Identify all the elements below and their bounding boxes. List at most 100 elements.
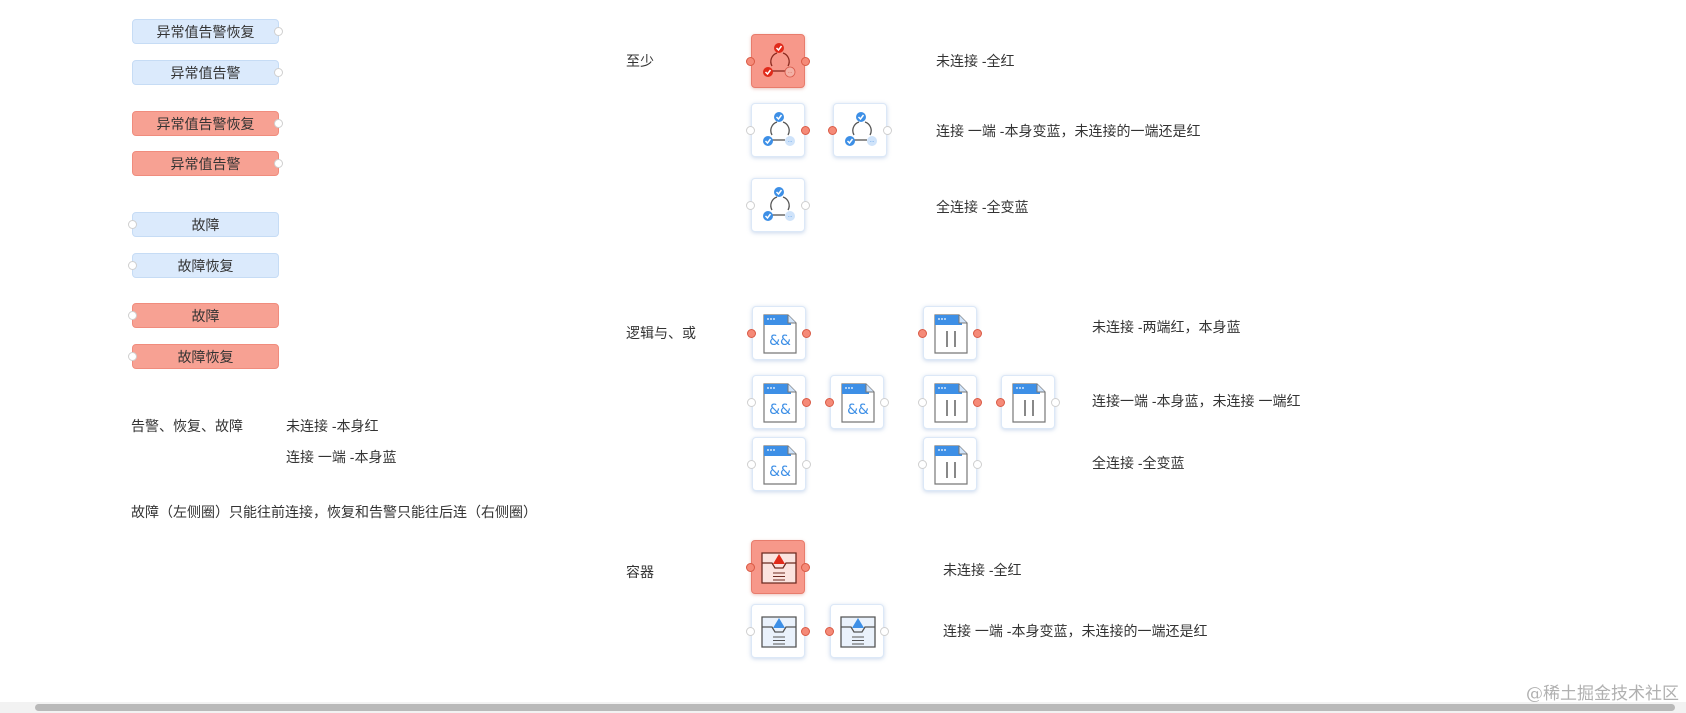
input-port[interactable]: [746, 57, 755, 66]
input-port[interactable]: [828, 126, 837, 135]
or-node-left-connected[interactable]: [918, 375, 982, 429]
container-node-left-connected[interactable]: [746, 604, 810, 658]
and-node-right-connected[interactable]: &&: [825, 375, 889, 429]
logic-desc-unconnected: 未连接 -两端红，本身蓝: [1092, 319, 1241, 335]
input-port[interactable]: [918, 329, 927, 338]
section-title-container: 容器: [626, 564, 654, 580]
container-node-right-connected[interactable]: [825, 604, 889, 658]
output-port[interactable]: [883, 126, 892, 135]
pill-anomaly-alarm-blue[interactable]: 异常值告警: [132, 60, 283, 85]
pill-label: 异常值告警恢复: [156, 24, 255, 40]
output-port[interactable]: [973, 329, 982, 338]
pill-anomaly-alarm-recovery-blue[interactable]: 异常值告警恢复: [132, 19, 283, 44]
pill-fault-red[interactable]: 故障: [128, 303, 279, 328]
input-port[interactable]: [918, 460, 927, 469]
pill-anomaly-alarm-recovery-red[interactable]: 异常值告警恢复: [132, 111, 283, 136]
or-node-all-connected[interactable]: [918, 437, 982, 491]
container-node-unconnected[interactable]: [746, 540, 810, 594]
container-desc-unconnected: 未连接 -全红: [943, 562, 1022, 578]
scrollbar-thumb[interactable]: [35, 704, 1675, 711]
output-port[interactable]: [973, 398, 982, 407]
and-operator-icon: &&: [763, 314, 797, 354]
atleast-node-left-connected[interactable]: ···: [746, 103, 810, 157]
output-port[interactable]: [880, 627, 889, 636]
output-port[interactable]: [801, 126, 810, 135]
input-port[interactable]: [747, 398, 756, 407]
input-port[interactable]: [996, 398, 1005, 407]
section-title-atleast: 至少: [626, 53, 654, 69]
or-node-unconnected[interactable]: [918, 306, 982, 360]
logic-desc-one: 连接一端 -本身蓝，未连接 一端红: [1092, 393, 1301, 409]
svg-text:···: ···: [788, 214, 793, 220]
svg-text:&&: &&: [769, 402, 791, 418]
or-operator-icon: [1012, 383, 1046, 423]
output-port[interactable]: [801, 57, 810, 66]
output-port[interactable]: [802, 329, 811, 338]
note-connected-one: 连接 一端 -本身蓝: [286, 449, 397, 465]
input-port[interactable]: [746, 201, 755, 210]
pill-label: 故障: [191, 217, 220, 233]
input-port[interactable]: [746, 627, 755, 636]
pill-fault-recovery-red[interactable]: 故障恢复: [128, 344, 279, 369]
input-port[interactable]: [825, 398, 834, 407]
and-operator-icon: &&: [763, 445, 797, 485]
output-port[interactable]: [274, 118, 283, 128]
pill-fault-recovery-blue[interactable]: 故障恢复: [128, 253, 279, 278]
pill-label: 异常值告警: [170, 156, 241, 172]
container-desc-one: 连接 一端 -本身变蓝，未连接的一端还是红: [943, 623, 1208, 639]
input-port[interactable]: [747, 460, 756, 469]
and-node-all-connected[interactable]: &&: [747, 437, 811, 491]
atleast-node-unconnected[interactable]: ···: [746, 34, 810, 88]
and-node-unconnected[interactable]: &&: [747, 306, 811, 360]
category-label: 告警、恢复、故障: [131, 418, 243, 434]
input-port[interactable]: [825, 627, 834, 636]
or-operator-icon: [934, 445, 968, 485]
output-port[interactable]: [880, 398, 889, 407]
output-port[interactable]: [1051, 398, 1060, 407]
inbox-alert-icon: [761, 616, 797, 648]
or-operator-icon: [934, 314, 968, 354]
input-port[interactable]: [128, 219, 137, 229]
and-operator-icon: &&: [763, 383, 797, 423]
output-port[interactable]: [801, 563, 810, 572]
and-node-left-connected[interactable]: &&: [747, 375, 811, 429]
input-port[interactable]: [747, 329, 756, 338]
pill-label: 故障恢复: [177, 349, 234, 365]
atleast-desc-unconnected: 未连接 -全红: [936, 53, 1015, 69]
cycle-check-icon: ···: [845, 112, 877, 146]
input-port[interactable]: [128, 310, 137, 320]
or-node-right-connected[interactable]: [996, 375, 1060, 429]
input-port[interactable]: [128, 260, 137, 270]
input-port[interactable]: [128, 351, 137, 361]
inbox-alert-icon: [840, 616, 876, 648]
pill-label: 故障: [191, 308, 220, 324]
output-port[interactable]: [274, 158, 283, 168]
atleast-desc-one: 连接 一端 -本身变蓝，未连接的一端还是红: [936, 123, 1201, 139]
input-port[interactable]: [918, 398, 927, 407]
section-title-logic: 逻辑与、或: [626, 325, 696, 341]
pill-label: 故障恢复: [177, 258, 234, 274]
pill-fault-blue[interactable]: 故障: [128, 212, 279, 237]
horizontal-scrollbar[interactable]: [0, 702, 1686, 713]
svg-text:&&: &&: [769, 464, 791, 480]
input-port[interactable]: [746, 563, 755, 572]
note-rule: 故障（左侧圈）只能往前连接，恢复和告警只能往后连（右侧圈）: [131, 504, 537, 520]
output-port[interactable]: [973, 460, 982, 469]
svg-text:···: ···: [788, 139, 793, 145]
atleast-node-right-connected[interactable]: ···: [828, 103, 892, 157]
output-port[interactable]: [274, 26, 283, 36]
pill-anomaly-alarm-red[interactable]: 异常值告警: [132, 151, 283, 176]
note-unconnected: 未连接 -本身红: [286, 418, 379, 434]
pill-label: 异常值告警: [170, 65, 241, 81]
output-port[interactable]: [801, 627, 810, 636]
cycle-check-icon: ···: [763, 43, 796, 78]
svg-text:&&: &&: [847, 402, 869, 418]
output-port[interactable]: [802, 460, 811, 469]
atleast-node-all-connected[interactable]: ···: [746, 178, 810, 232]
output-port[interactable]: [274, 67, 283, 77]
output-port[interactable]: [801, 201, 810, 210]
output-port[interactable]: [802, 398, 811, 407]
cycle-check-icon: ···: [763, 112, 795, 146]
svg-text:···: ···: [788, 70, 793, 76]
input-port[interactable]: [746, 126, 755, 135]
